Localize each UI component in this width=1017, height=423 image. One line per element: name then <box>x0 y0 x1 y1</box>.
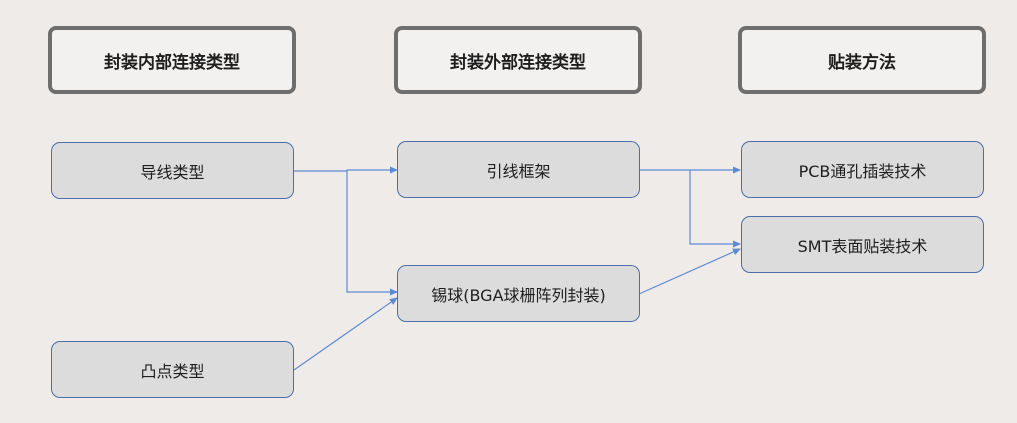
node-pcb-through-hole: PCB通孔插装技术 <box>741 141 984 198</box>
node-wire-type: 导线类型 <box>51 142 294 199</box>
node-smt-surface-mount: SMT表面贴装技术 <box>741 216 984 273</box>
node-bump-type: 凸点类型 <box>51 341 294 398</box>
header-internal-connection-types: 封装内部连接类型 <box>48 26 296 94</box>
node-lead-frame: 引线框架 <box>397 141 640 198</box>
edge-solderball-to-smt <box>638 248 741 295</box>
node-solder-ball-bga: 锡球(BGA球栅阵列封装) <box>397 265 640 322</box>
edge-leadframe-to-smt <box>689 170 741 248</box>
header-mounting-methods: 贴装方法 <box>738 26 986 94</box>
edge-wire-to-solderball <box>346 171 398 296</box>
edge-bump-to-solderball <box>293 297 398 371</box>
edge-wire-to-leadframe <box>294 166 398 174</box>
header-external-connection-types: 封装外部连接类型 <box>394 26 642 94</box>
